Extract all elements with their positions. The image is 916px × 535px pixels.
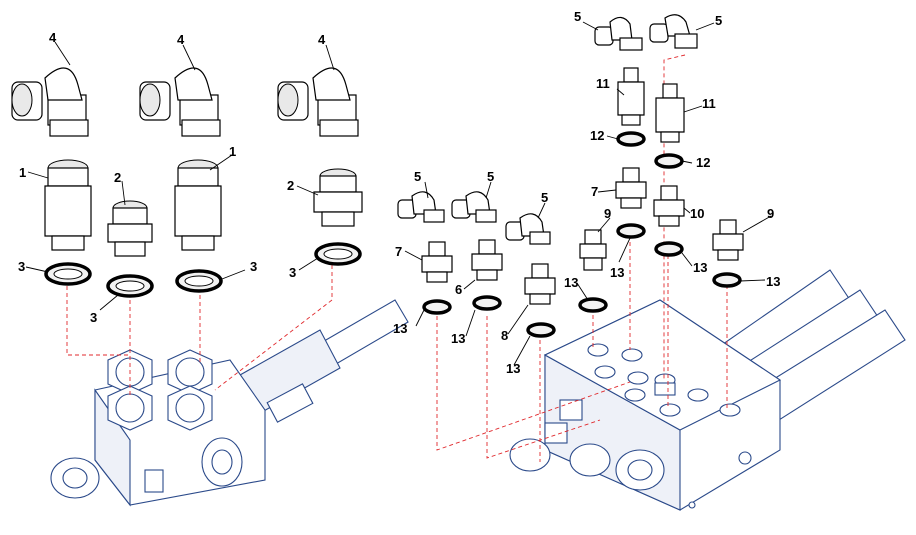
callout-12-a: 12 xyxy=(590,128,604,143)
small-elbow-4 xyxy=(451,191,497,223)
callout-1-b: 1 xyxy=(229,144,236,159)
callout-6: 6 xyxy=(455,282,462,297)
right-valve-body xyxy=(509,269,906,511)
callout-13-c: 13 xyxy=(506,361,520,376)
callout-12-b: 12 xyxy=(696,155,710,170)
callout-13-a: 13 xyxy=(393,321,407,336)
elbow-fitting-3 xyxy=(277,67,359,137)
small-seals xyxy=(422,131,742,338)
small-elbow-5 xyxy=(505,213,551,245)
left-valve-body xyxy=(50,299,409,507)
callout-5-b: 5 xyxy=(715,13,722,28)
callout-1-a: 1 xyxy=(19,165,26,180)
callout-3-a: 3 xyxy=(18,259,25,274)
callout-4-c: 4 xyxy=(318,32,326,47)
small-elbow-1 xyxy=(594,16,643,51)
callout-11-a: 11 xyxy=(596,76,610,91)
assembly-guide-lines xyxy=(66,54,728,462)
callout-13-b: 13 xyxy=(451,331,465,346)
callout-8: 8 xyxy=(501,328,508,343)
callout-3-b: 3 xyxy=(250,259,257,274)
elbow-fitting-2 xyxy=(139,67,221,137)
seal-ring-c xyxy=(175,269,223,293)
tall-adapter-left xyxy=(617,67,645,126)
callout-7-a: 7 xyxy=(591,184,598,199)
callout-4-b: 4 xyxy=(177,32,185,47)
callout-7-b: 7 xyxy=(395,244,402,259)
callout-3-d: 3 xyxy=(289,265,296,280)
callout-2-a: 2 xyxy=(114,170,121,185)
long-adapter-right xyxy=(174,159,222,251)
seal-ring-d xyxy=(314,242,362,266)
callout-13-f: 13 xyxy=(693,260,707,275)
callout-2-b: 2 xyxy=(287,178,294,193)
connectors xyxy=(421,167,744,305)
callout-3-c: 3 xyxy=(90,310,97,325)
small-elbow-3 xyxy=(397,191,445,223)
callout-13-d: 13 xyxy=(564,275,578,290)
callout-9-a: 9 xyxy=(604,206,611,221)
callout-5-c: 5 xyxy=(414,169,421,184)
callout-13-e: 13 xyxy=(610,265,624,280)
long-adapter-left xyxy=(44,159,92,251)
callout-5-a: 5 xyxy=(574,9,581,24)
callout-11-b: 11 xyxy=(702,96,716,111)
short-adapter-right xyxy=(313,168,363,227)
callout-5-e: 5 xyxy=(541,190,548,205)
callout-5-d: 5 xyxy=(487,169,494,184)
callout-labels: 4 4 4 1 1 2 2 3 3 3 3 5 5 5 5 5 11 11 12… xyxy=(18,9,780,376)
small-elbow-2 xyxy=(649,14,698,49)
callout-10: 10 xyxy=(690,206,704,221)
elbow-fitting-1 xyxy=(11,67,89,137)
seal-ring-a xyxy=(44,262,92,286)
seal-ring-b xyxy=(106,274,154,298)
tall-adapter-right xyxy=(655,83,685,143)
leader-lines xyxy=(25,21,772,366)
callout-4-a: 4 xyxy=(49,30,57,45)
short-adapter-left xyxy=(107,200,153,257)
callout-13-g: 13 xyxy=(766,274,780,289)
callout-9-b: 9 xyxy=(767,206,774,221)
